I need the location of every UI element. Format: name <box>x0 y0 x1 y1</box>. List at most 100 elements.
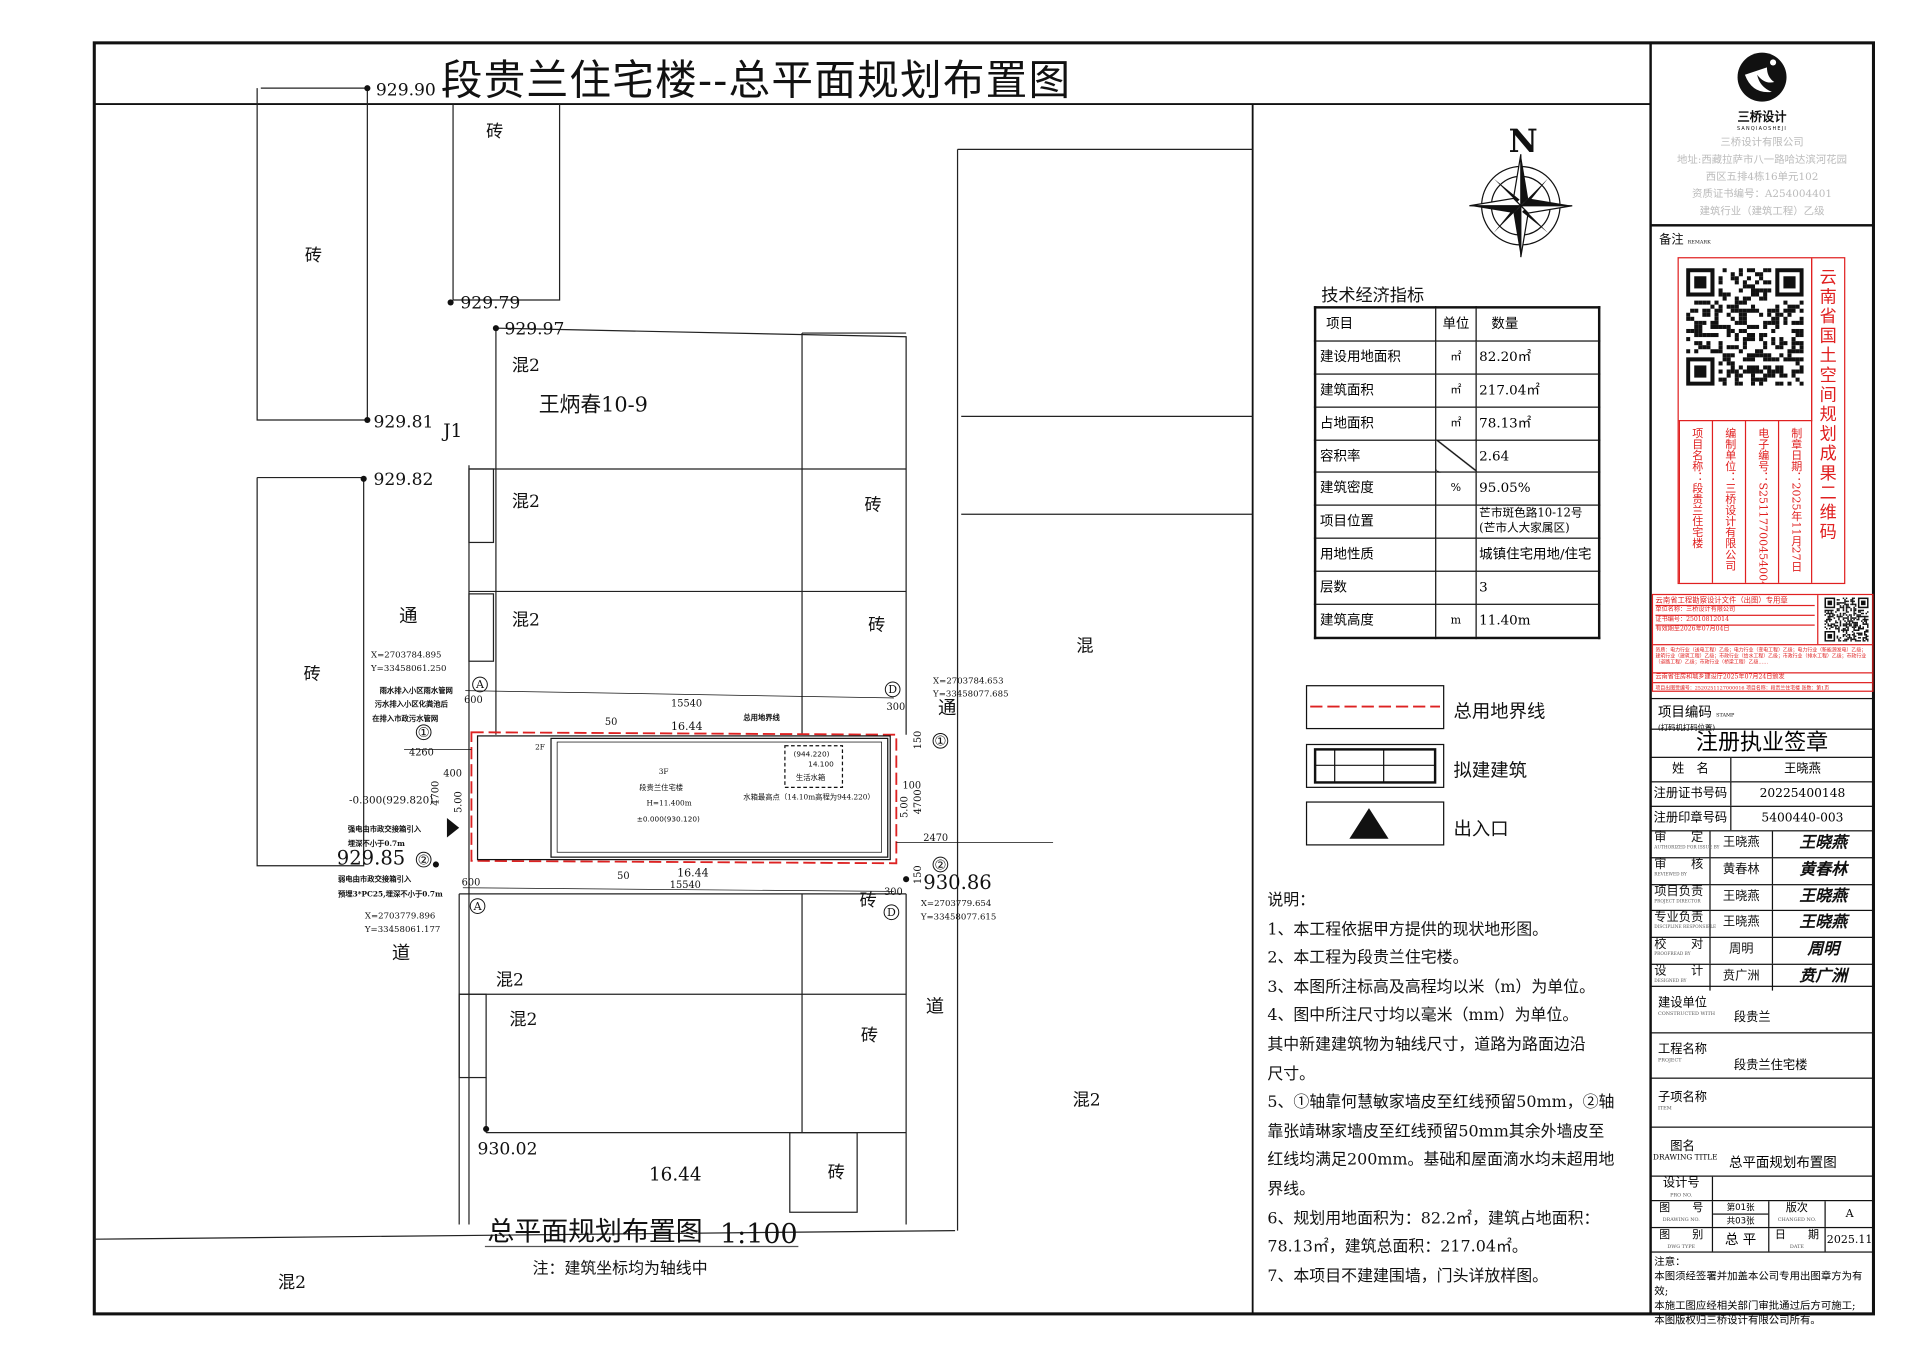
dim-100: 100 <box>902 781 921 792</box>
role-label-text: 项目负责 <box>1654 884 1704 899</box>
client-label: 建设单位 <box>1657 996 1707 1011</box>
axis-2-label: ② <box>934 858 946 873</box>
building-height: H=11.400m <box>647 799 692 808</box>
role-label-text: 校 对 <box>1654 938 1704 952</box>
row-value: 芒市斑色路10-12号(芒市人大家属区) <box>1475 504 1600 540</box>
role-label-text: 审 核 <box>1654 858 1704 872</box>
row-unit: m <box>1435 603 1477 639</box>
dim-boundary: 16.44 <box>671 720 703 733</box>
date-label: 日 期 <box>1774 1229 1819 1242</box>
client-en: CONSTRUCTED WITH <box>1657 1010 1716 1017</box>
caption-note: 注：建筑坐标均为轴线中 <box>533 1258 708 1277</box>
row-item: 容积率 <box>1314 439 1437 474</box>
registration-title: 注册执业签章 <box>1650 728 1874 757</box>
drawing-title-en: DRAWING TITLE <box>1653 1153 1718 1163</box>
material-brick: 砖 <box>860 891 877 911</box>
qr-stamp-field: 项目名称：段贵兰住宅楼 <box>1678 420 1712 583</box>
row-value: 2.64 <box>1475 439 1600 474</box>
sheet-label: 图 号 <box>1659 1202 1704 1215</box>
pipe-note: 强电由市政交接箱引入 <box>348 824 422 833</box>
dim-150: 150 <box>913 865 924 884</box>
road-label: 通 <box>399 606 417 627</box>
registrant-name-row: 姓 名 王晓燕 <box>1650 756 1874 782</box>
project-value: 段贵兰住宅楼 <box>1733 1059 1808 1073</box>
building-zero-elevation: ±0.000(930.120) <box>637 815 700 824</box>
elevation-label: 929.81 <box>373 412 433 432</box>
type-en: DWG TYPE <box>1667 1242 1696 1249</box>
sheet-frame <box>92 41 1876 1316</box>
row-value: 城镇住宅用地/住宅 <box>1475 537 1600 572</box>
road-label: 道 <box>926 997 944 1018</box>
table-row: 容积率 2.64 <box>1314 439 1600 474</box>
row-unit <box>1435 537 1477 572</box>
tank-name: 生活水箱 <box>796 773 825 782</box>
project-code-sub: (打码机打码位置) <box>1657 723 1716 733</box>
attention-line: 本图须经签署并加盖本公司专用出图章方为有效; <box>1654 1271 1863 1298</box>
row-item: 层数 <box>1314 570 1437 605</box>
company-info-line: 西区五排4栋16单元102 <box>1705 171 1819 184</box>
certificate-row: 注册证书号码 20225400148 <box>1650 781 1874 806</box>
axis-a-label: A <box>475 678 485 691</box>
material-brick: 砖 <box>486 122 503 142</box>
header-item: 项目 <box>1314 306 1437 342</box>
attention-title: 注意： <box>1654 1256 1686 1269</box>
remarks-en: REMARK <box>1687 238 1711 245</box>
dim-length: 15540 <box>670 880 701 891</box>
tech-table-title: 技术经济指标 <box>1321 286 1425 307</box>
seal-title: 云南省工程勘察设计文件（出图）专用章 <box>1655 596 1815 607</box>
rev-en: CHANGED NO. <box>1777 1215 1817 1223</box>
note-line: 6、规划用地面积为：82.2㎡，建筑占地面积： <box>1267 1209 1600 1228</box>
material-brick: 砖 <box>868 616 885 636</box>
client-value: 段贵兰 <box>1733 1011 1771 1025</box>
logo-subtext: SANQIAOSHEJI <box>1736 124 1788 132</box>
type-label: 图 别 <box>1659 1229 1704 1242</box>
sheet-total: 共03张 <box>1726 1215 1755 1226</box>
attention-block: 注意： 本图须经签署并加盖本公司专用出图章方为有效;本施工图应经相关部门审批通过… <box>1650 1251 1874 1327</box>
legend-entrance-label: 出入口 <box>1453 817 1509 841</box>
dim-5: 5.00 <box>454 791 465 813</box>
header-unit: 单位 <box>1435 306 1477 342</box>
dim-300: 300 <box>887 702 906 713</box>
dim-600: 600 <box>464 695 483 706</box>
table-header: 项目单位数量 <box>1314 306 1600 342</box>
rev-label: 版次 <box>1785 1202 1808 1215</box>
building-floors-2f: 2F <box>535 742 545 751</box>
table-row: 建筑密度%95.05% <box>1314 471 1600 507</box>
role-label-en: DESIGNED BY <box>1654 978 1687 984</box>
role-label-text: 审 定 <box>1654 831 1704 845</box>
role-label-en: DISCIPLINE RESPONSIBLE <box>1654 924 1717 930</box>
planning-qr-stamp: 云南省国土空间规划成果二维码 制章日期：2025年11月27日电子编号：S251… <box>1677 257 1846 585</box>
row-value: 82.20㎡ <box>1475 340 1600 375</box>
legend-boxes <box>1305 685 1445 846</box>
notes: 说明： 1、本工程依据甲方提供的现状地形图。2、本工程为段贵兰住宅楼。3、本图所… <box>1267 887 1614 1285</box>
subitem-label: 子项名称 <box>1657 1091 1707 1105</box>
material-mixed2: 混2 <box>278 1273 306 1293</box>
seal-line: 证书编号：25010812014 <box>1655 616 1815 626</box>
drawing-title-row: 图名 DRAWING TITLE 总平面规划布置图 <box>1650 1126 1874 1176</box>
logo-text: 三桥设计 <box>1737 111 1787 125</box>
elevation-label: 929.90 <box>376 81 436 101</box>
row-item: 项目位置 <box>1314 504 1437 540</box>
material-mixed2: 混2 <box>509 1010 537 1030</box>
row-value: 78.13㎡ <box>1475 406 1600 441</box>
row-value: 95.05% <box>1475 471 1600 507</box>
note-line: 7、本项目不建建围墙，门头详放样图。 <box>1267 1267 1549 1286</box>
material-mixed2: 混2 <box>512 492 540 512</box>
dim-150: 150 <box>913 731 924 750</box>
dim-boundary: 16.44 <box>677 867 709 880</box>
coord-y: Y=33458061.177 <box>364 925 440 935</box>
project-code-cell: 项目编码 STAMP (打码机打码位置) <box>1650 697 1874 733</box>
project-en: PROJECT <box>1657 1056 1682 1063</box>
role-signature: 贲广洲 <box>1799 967 1848 986</box>
elevation-label: 929.82 <box>373 470 433 490</box>
